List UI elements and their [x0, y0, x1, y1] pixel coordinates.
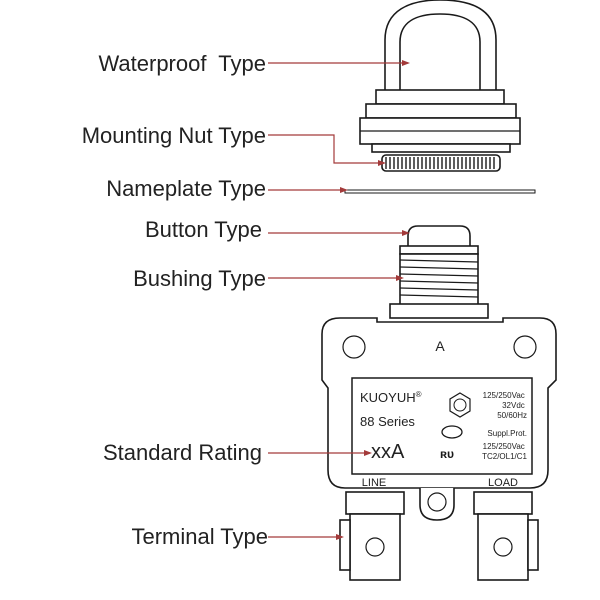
- leader-arrowheads: [336, 60, 410, 540]
- label-terminal: Terminal Type: [131, 524, 268, 549]
- terminal-line-label: LINE: [362, 477, 386, 489]
- arrow-bushing: [396, 275, 404, 281]
- label-button: Button Type: [145, 217, 262, 242]
- label-nameplate: Nameplate Type: [106, 176, 266, 201]
- spec-line-1: 125/250Vac: [483, 391, 525, 400]
- brand-name: KUOYUH: [360, 390, 416, 405]
- cert-mark-icon: [449, 392, 471, 418]
- terminal-load-label: LOAD: [488, 477, 518, 489]
- label-mounting-nut: Mounting Nut Type: [82, 123, 266, 148]
- arrow-waterproof: [402, 60, 410, 66]
- mounting-nut: [381, 154, 501, 172]
- terminal-line: [339, 491, 405, 581]
- body-label: A: [435, 338, 445, 354]
- arrow-button: [402, 230, 410, 236]
- leader-lines: [268, 62, 408, 538]
- nameplate-label: KUOYUH® 88 Series xxA ʀᴜ 125/250Vac 32Vd…: [360, 390, 528, 463]
- label-standard-rating: Standard Rating: [103, 440, 262, 465]
- arrow-nameplate: [340, 187, 348, 193]
- label-bushing: Bushing Type: [133, 266, 266, 291]
- svg-text:125/250Vac TC2/OL1/C1: 125/250Vac TC2/OL1/C1: [482, 442, 527, 461]
- terminals: LINE LOAD: [339, 477, 539, 581]
- leader-mounting-nut: [268, 134, 384, 164]
- spec-line-4: 125/250Vac: [483, 442, 525, 451]
- rating-value: xxA: [371, 441, 405, 463]
- svg-text:KUOYUH®: KUOYUH®: [360, 390, 422, 405]
- cert-mark-circle-icon: [453, 398, 467, 412]
- waterproof-cap: [359, 0, 521, 153]
- nameplate-part: [344, 189, 536, 194]
- svg-text:125/250Vac 32Vdc 5: 125/250Vac 32Vdc 50/60Hz: [483, 391, 527, 420]
- breaker-body: A: [321, 317, 557, 489]
- spec-line-2: 32Vdc: [502, 401, 525, 410]
- arrow-terminal: [336, 534, 344, 540]
- threaded-bushing: [389, 253, 489, 319]
- suppl-prot: Suppl.Prot.: [487, 429, 527, 438]
- spec-line-3: 50/60Hz: [497, 411, 527, 420]
- arrow-mounting-nut: [378, 160, 386, 166]
- series-name: 88 Series: [360, 414, 415, 429]
- callout-labels: Waterproof Type Mounting Nut Type Namepl…: [82, 51, 268, 549]
- label-waterproof: Waterproof Type: [98, 51, 266, 76]
- terminal-load: [473, 491, 539, 581]
- ul-mark-icon: ʀᴜ: [440, 447, 454, 461]
- spec-line-5: TC2/OL1/C1: [482, 452, 527, 461]
- arrow-standard-rating: [364, 450, 372, 456]
- push-button: [399, 225, 479, 255]
- ccc-mark-icon: [441, 425, 463, 439]
- brand-mark: ®: [416, 390, 422, 399]
